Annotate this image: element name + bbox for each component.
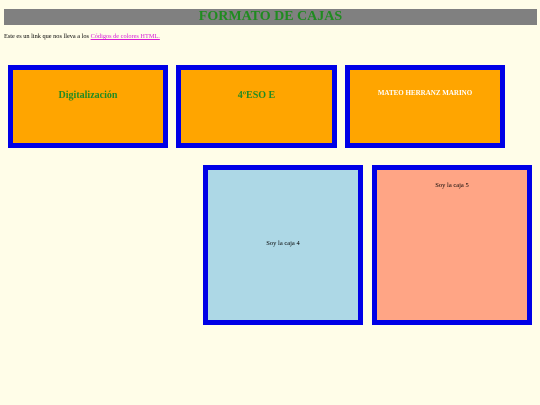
box-2-label: 4ºESO E <box>237 90 276 101</box>
box-digitalizacion: Digitalización <box>8 65 168 148</box>
box-4: Soy la caja 4 <box>203 165 363 325</box>
intro-text: Este es un link que nos lleva a los <box>4 33 91 40</box>
box-1-label: Digitalización <box>58 90 118 101</box>
page-title: FORMATO DE CAJAS <box>4 9 537 25</box>
box-4-label: Soy la caja 4 <box>266 240 300 247</box>
box-5-label: Soy la caja 5 <box>435 182 469 189</box>
box-author-name: MATEO HERRANZ MARINO <box>345 65 505 148</box>
intro-paragraph: Este es un link que nos lleva a los Códi… <box>4 33 160 41</box>
color-codes-link[interactable]: Códigos de colores HTML. <box>90 33 160 40</box>
box-5: Soy la caja 5 <box>372 165 532 325</box>
box-class-group: 4ºESO E <box>176 65 337 148</box>
box-3-label: MATEO HERRANZ MARINO <box>377 89 473 97</box>
